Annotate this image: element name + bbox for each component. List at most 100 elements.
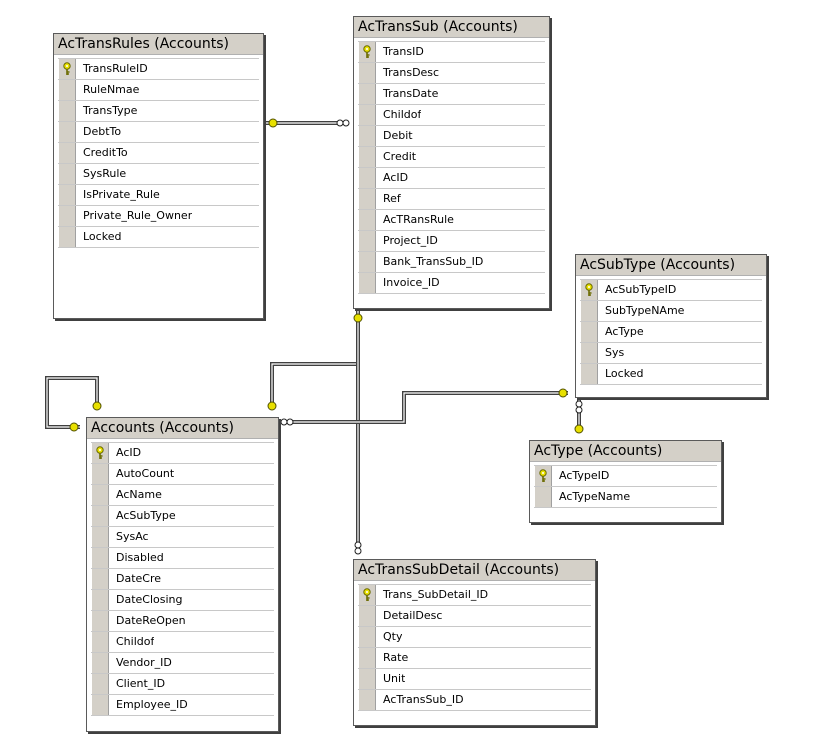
column-row[interactable]: AcTRansRule bbox=[358, 210, 545, 231]
row-selector[interactable] bbox=[358, 627, 376, 647]
column-row[interactable]: SysRule bbox=[58, 164, 259, 185]
column-row[interactable]: DateReOpen bbox=[91, 611, 274, 632]
row-selector[interactable] bbox=[91, 527, 109, 547]
row-selector[interactable] bbox=[58, 206, 76, 226]
table-title[interactable]: Accounts (Accounts) bbox=[87, 418, 278, 439]
row-selector[interactable] bbox=[358, 690, 376, 710]
row-selector[interactable] bbox=[358, 252, 376, 272]
row-selector[interactable] bbox=[58, 143, 76, 163]
row-selector[interactable] bbox=[91, 548, 109, 568]
row-selector[interactable] bbox=[91, 695, 109, 715]
column-row[interactable]: Sys bbox=[580, 343, 762, 364]
primary-key-icon[interactable] bbox=[358, 42, 376, 62]
table-title[interactable]: AcType (Accounts) bbox=[530, 441, 721, 462]
row-selector[interactable] bbox=[358, 126, 376, 146]
row-selector[interactable] bbox=[358, 606, 376, 626]
column-row[interactable]: DetailDesc bbox=[358, 606, 591, 627]
primary-key-icon[interactable] bbox=[580, 280, 598, 300]
column-row[interactable]: TransRuleID bbox=[58, 59, 259, 80]
column-row[interactable]: Invoice_ID bbox=[358, 273, 545, 294]
row-selector[interactable] bbox=[58, 227, 76, 247]
column-row[interactable]: Client_ID bbox=[91, 674, 274, 695]
row-selector[interactable] bbox=[58, 101, 76, 121]
row-selector[interactable] bbox=[91, 569, 109, 589]
column-row[interactable]: Rate bbox=[358, 648, 591, 669]
row-selector[interactable] bbox=[580, 322, 598, 342]
table-title[interactable]: AcSubType (Accounts) bbox=[576, 255, 766, 276]
row-selector[interactable] bbox=[534, 487, 552, 507]
row-selector[interactable] bbox=[358, 669, 376, 689]
row-selector[interactable] bbox=[58, 185, 76, 205]
row-selector[interactable] bbox=[580, 343, 598, 363]
column-row[interactable]: DateCre bbox=[91, 569, 274, 590]
row-selector[interactable] bbox=[358, 231, 376, 251]
primary-key-icon[interactable] bbox=[358, 585, 376, 605]
row-selector[interactable] bbox=[58, 80, 76, 100]
column-row[interactable]: IsPrivate_Rule bbox=[58, 185, 259, 206]
table-title[interactable]: AcTransSubDetail (Accounts) bbox=[354, 560, 595, 581]
column-row[interactable]: Locked bbox=[58, 227, 259, 248]
column-row[interactable]: Project_ID bbox=[358, 231, 545, 252]
primary-key-icon[interactable] bbox=[534, 466, 552, 486]
row-selector[interactable] bbox=[91, 674, 109, 694]
column-row[interactable]: TransID bbox=[358, 42, 545, 63]
column-row[interactable]: Credit bbox=[358, 147, 545, 168]
row-selector[interactable] bbox=[91, 653, 109, 673]
row-selector[interactable] bbox=[358, 84, 376, 104]
column-row[interactable]: CreditTo bbox=[58, 143, 259, 164]
column-row[interactable]: AcID bbox=[91, 443, 274, 464]
column-row[interactable]: Ref bbox=[358, 189, 545, 210]
row-selector[interactable] bbox=[91, 632, 109, 652]
column-row[interactable]: Disabled bbox=[91, 548, 274, 569]
column-row[interactable]: Locked bbox=[580, 364, 762, 385]
column-row[interactable]: TransType bbox=[58, 101, 259, 122]
column-row[interactable]: Debit bbox=[358, 126, 545, 147]
row-selector[interactable] bbox=[358, 63, 376, 83]
column-row[interactable]: Childof bbox=[91, 632, 274, 653]
column-row[interactable]: DebtTo bbox=[58, 122, 259, 143]
column-row[interactable]: DateClosing bbox=[91, 590, 274, 611]
column-row[interactable]: AcSubTypeID bbox=[580, 280, 762, 301]
column-row[interactable]: AcSubType bbox=[91, 506, 274, 527]
column-row[interactable]: AcTypeName bbox=[534, 487, 717, 508]
column-row[interactable]: Bank_TransSub_ID bbox=[358, 252, 545, 273]
row-selector[interactable] bbox=[358, 105, 376, 125]
row-selector[interactable] bbox=[91, 506, 109, 526]
column-row[interactable]: AcTransSub_ID bbox=[358, 690, 591, 711]
row-selector[interactable] bbox=[358, 189, 376, 209]
table-actranssubdetail[interactable]: AcTransSubDetail (Accounts) Trans_SubDeta… bbox=[353, 559, 596, 726]
row-selector[interactable] bbox=[91, 485, 109, 505]
row-selector[interactable] bbox=[358, 147, 376, 167]
column-row[interactable]: AutoCount bbox=[91, 464, 274, 485]
column-row[interactable]: AcID bbox=[358, 168, 545, 189]
table-title[interactable]: AcTransSub (Accounts) bbox=[354, 17, 549, 38]
column-row[interactable]: AcType bbox=[580, 322, 762, 343]
row-selector[interactable] bbox=[58, 122, 76, 142]
primary-key-icon[interactable] bbox=[91, 443, 109, 463]
primary-key-icon[interactable] bbox=[58, 59, 76, 79]
column-row[interactable]: AcTypeID bbox=[534, 466, 717, 487]
column-row[interactable]: Vendor_ID bbox=[91, 653, 274, 674]
column-row[interactable]: Unit bbox=[358, 669, 591, 690]
row-selector[interactable] bbox=[358, 273, 376, 293]
row-selector[interactable] bbox=[58, 164, 76, 184]
row-selector[interactable] bbox=[358, 648, 376, 668]
column-row[interactable]: AcName bbox=[91, 485, 274, 506]
row-selector[interactable] bbox=[358, 168, 376, 188]
table-title[interactable]: AcTransRules (Accounts) bbox=[54, 34, 263, 55]
column-row[interactable]: Employee_ID bbox=[91, 695, 274, 716]
column-row[interactable]: TransDate bbox=[358, 84, 545, 105]
row-selector[interactable] bbox=[91, 611, 109, 631]
column-row[interactable]: Trans_SubDetail_ID bbox=[358, 585, 591, 606]
column-row[interactable]: RuleNmae bbox=[58, 80, 259, 101]
column-row[interactable]: Qty bbox=[358, 627, 591, 648]
column-row[interactable]: TransDesc bbox=[358, 63, 545, 84]
row-selector[interactable] bbox=[580, 364, 598, 384]
column-row[interactable]: Childof bbox=[358, 105, 545, 126]
row-selector[interactable] bbox=[91, 464, 109, 484]
